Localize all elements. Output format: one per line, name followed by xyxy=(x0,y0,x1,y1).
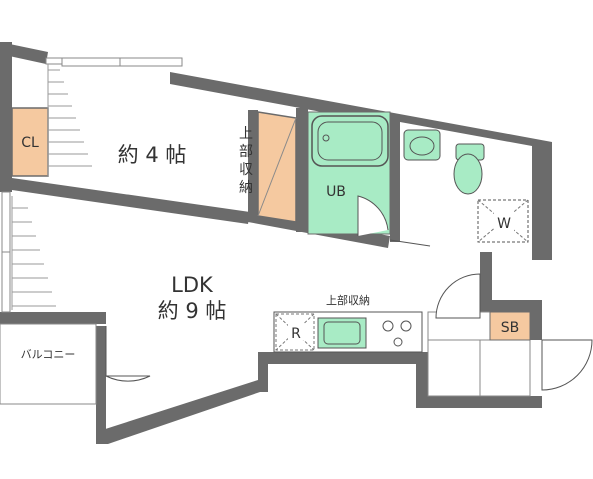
burner-3-icon xyxy=(393,337,403,347)
shoe-box xyxy=(489,311,531,341)
room4-hatch xyxy=(47,64,92,176)
ldk-label-2: 約 9 帖 xyxy=(158,299,227,323)
kitchen-upper-label: 上部収納 xyxy=(326,293,370,307)
ldk-label-1: LDK xyxy=(171,273,214,297)
wall-bottom-mid xyxy=(258,352,428,364)
windows xyxy=(1,57,183,313)
wall-closet-right xyxy=(248,110,258,220)
room-4-label: 約 4 帖 xyxy=(118,143,187,167)
wall-left-lower xyxy=(0,178,12,192)
wall-left-upper xyxy=(0,42,12,182)
burner-1-icon xyxy=(382,320,394,332)
wall-bath-left xyxy=(296,108,308,232)
wall-entrance-bottom xyxy=(416,396,542,408)
front-door-swing xyxy=(541,339,593,391)
closet-cl-label: CL xyxy=(21,135,39,151)
wall-bottom-left xyxy=(96,326,106,444)
svg-text:部: 部 xyxy=(239,144,253,160)
r-label: R xyxy=(291,326,301,342)
wall-right-mid xyxy=(480,252,492,307)
ub-door-swing xyxy=(357,195,389,236)
toilet-door xyxy=(389,239,431,247)
svg-text:納: 納 xyxy=(239,180,253,196)
ub-label: UB xyxy=(326,184,346,200)
closet-cl xyxy=(11,107,49,177)
wall-balcony-top xyxy=(0,312,106,324)
wall-right-sb-r xyxy=(530,300,542,340)
balcony-frame xyxy=(0,323,97,405)
svg-text:上: 上 xyxy=(239,126,253,142)
wall-bath-right xyxy=(390,118,400,242)
wall-entrance-left xyxy=(416,352,428,408)
ldk-hatch xyxy=(11,196,56,310)
wall-right-toilet xyxy=(532,142,552,260)
balcony-door-swing xyxy=(105,326,151,382)
wall-bottom-step xyxy=(258,356,268,392)
bathtub-inner xyxy=(317,121,383,161)
kitchen-sink-bowl xyxy=(323,321,361,345)
w-label: W xyxy=(497,216,511,232)
stove xyxy=(382,320,412,347)
upper-closet-label: 上 部 収 納 xyxy=(239,126,253,196)
balcony-label: バルコニー xyxy=(21,348,76,361)
svg-text:収: 収 xyxy=(239,162,253,178)
window-top xyxy=(61,57,183,67)
wall-bottom-slant xyxy=(96,380,260,444)
sb-label: SB xyxy=(501,320,520,336)
burner-2-icon xyxy=(400,320,412,332)
bath-drain xyxy=(322,134,330,142)
toilet-bowl xyxy=(453,153,483,195)
washbasin-bowl xyxy=(409,136,435,156)
entrance-door-upper-swing xyxy=(435,273,481,319)
wall-right-sb xyxy=(480,300,542,312)
wall-room4-bottom xyxy=(12,178,250,224)
